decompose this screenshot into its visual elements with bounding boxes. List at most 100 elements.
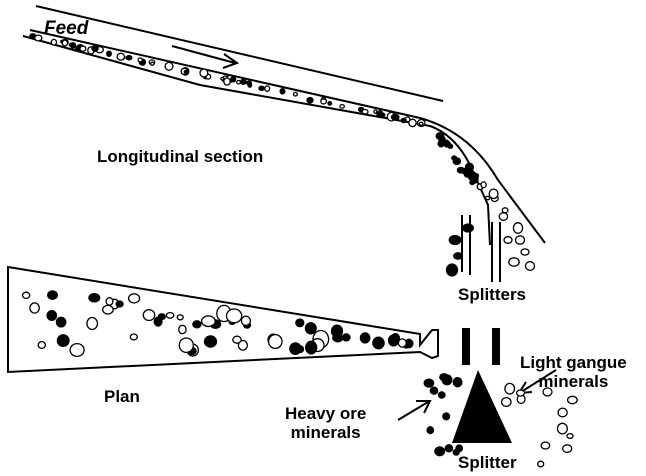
heavy-particle bbox=[47, 290, 58, 300]
light-particle bbox=[264, 85, 271, 92]
heavy-particle bbox=[230, 76, 237, 83]
light-particle bbox=[292, 91, 298, 97]
heavy-ore-line2: minerals bbox=[290, 422, 361, 442]
heavy-particle bbox=[258, 85, 265, 91]
splitter-label: Splitter bbox=[458, 453, 517, 472]
heavy-particle bbox=[332, 333, 344, 343]
plan-trough bbox=[7, 265, 439, 374]
light-particle bbox=[176, 314, 184, 321]
trough-outer-wall bbox=[29, 29, 546, 244]
heavy-particle bbox=[464, 162, 475, 173]
heavy-particle bbox=[46, 310, 58, 321]
plan-splitter bbox=[452, 328, 512, 443]
light-particle bbox=[267, 333, 283, 350]
light-particle bbox=[21, 291, 31, 300]
longitudinal-trough bbox=[22, 5, 546, 246]
heavy-particle bbox=[359, 332, 371, 344]
light-particle bbox=[127, 293, 141, 304]
longitudinal-section-label: Longitudinal section bbox=[97, 147, 264, 166]
trough-base-wall bbox=[22, 35, 491, 246]
light-particle bbox=[37, 340, 47, 350]
heavy-particle bbox=[68, 42, 75, 48]
plan-label: Plan bbox=[104, 387, 140, 406]
light-particle bbox=[34, 34, 43, 42]
heavy-particle bbox=[426, 426, 435, 435]
heavy-particle bbox=[372, 336, 385, 350]
heavy-particle bbox=[452, 376, 463, 388]
light-particle bbox=[116, 52, 126, 61]
light-particle bbox=[515, 389, 526, 397]
feed-arrow bbox=[171, 45, 240, 69]
light-particle bbox=[142, 309, 156, 322]
light-particle bbox=[232, 335, 242, 344]
light-particle bbox=[501, 207, 509, 214]
heavy-particle bbox=[306, 96, 314, 104]
light-particle bbox=[86, 316, 99, 331]
light-particle bbox=[29, 302, 40, 314]
heavy-particle bbox=[341, 333, 351, 342]
light-particle bbox=[498, 212, 509, 221]
light-particle bbox=[361, 108, 369, 115]
heavy-particle bbox=[442, 412, 451, 421]
light-particle bbox=[320, 98, 328, 105]
light-particle bbox=[165, 311, 175, 319]
light-particle bbox=[236, 79, 242, 85]
heavy-particle bbox=[106, 50, 112, 57]
light-particle bbox=[50, 38, 58, 46]
light-particle bbox=[61, 39, 69, 47]
heavy-ore-label: Heavy ore minerals bbox=[285, 404, 366, 442]
heavy-particle bbox=[463, 171, 470, 178]
light-particle bbox=[178, 337, 194, 354]
trough-top-wall bbox=[35, 5, 444, 102]
light-particle bbox=[79, 45, 87, 52]
light-particle bbox=[500, 396, 512, 408]
heavy-particle bbox=[115, 300, 124, 308]
heavy-particle bbox=[445, 263, 459, 277]
light-particle bbox=[537, 460, 545, 468]
light-particle bbox=[373, 109, 378, 114]
light-particle bbox=[408, 118, 417, 128]
light-particle bbox=[129, 333, 138, 341]
heavy-particle bbox=[448, 234, 462, 246]
heavy-particle bbox=[439, 373, 449, 382]
mineral-particles bbox=[21, 33, 578, 468]
light-particle bbox=[237, 339, 249, 351]
heavy-particle bbox=[240, 78, 247, 85]
heavy-particle bbox=[279, 88, 286, 95]
heavy-particle bbox=[56, 334, 70, 348]
light-particle bbox=[137, 57, 143, 63]
heavy-particle bbox=[434, 446, 446, 457]
heavy-particle bbox=[305, 340, 318, 355]
light-particle bbox=[540, 441, 551, 450]
heavy-particle bbox=[247, 82, 253, 88]
light-particle bbox=[556, 422, 568, 435]
light-particle bbox=[105, 297, 114, 306]
heavy-particle bbox=[203, 335, 218, 348]
heavy-particle bbox=[429, 386, 439, 395]
heavy-particle bbox=[469, 179, 476, 186]
light-particle bbox=[488, 188, 499, 200]
light-particle bbox=[480, 181, 487, 189]
light-particle bbox=[150, 61, 155, 66]
light-particle bbox=[524, 261, 536, 271]
light-particle bbox=[504, 382, 516, 395]
light-particle bbox=[508, 257, 520, 267]
light-particle bbox=[503, 236, 513, 244]
light-particle bbox=[240, 315, 252, 327]
splitter-triangle bbox=[452, 370, 512, 443]
heavy-ore-arrow bbox=[397, 400, 432, 421]
light-particle bbox=[514, 235, 526, 245]
light-particle bbox=[102, 304, 114, 315]
light-particle bbox=[164, 61, 174, 71]
heavy-particle bbox=[473, 172, 480, 179]
heavy-particle bbox=[453, 252, 463, 260]
light-particle bbox=[485, 195, 491, 201]
light-particle bbox=[397, 338, 407, 348]
heavy-particle bbox=[91, 45, 99, 52]
heavy-particle bbox=[423, 378, 435, 388]
light-particle bbox=[566, 395, 578, 405]
heavy-particle bbox=[390, 113, 400, 121]
light-particle bbox=[223, 77, 231, 86]
